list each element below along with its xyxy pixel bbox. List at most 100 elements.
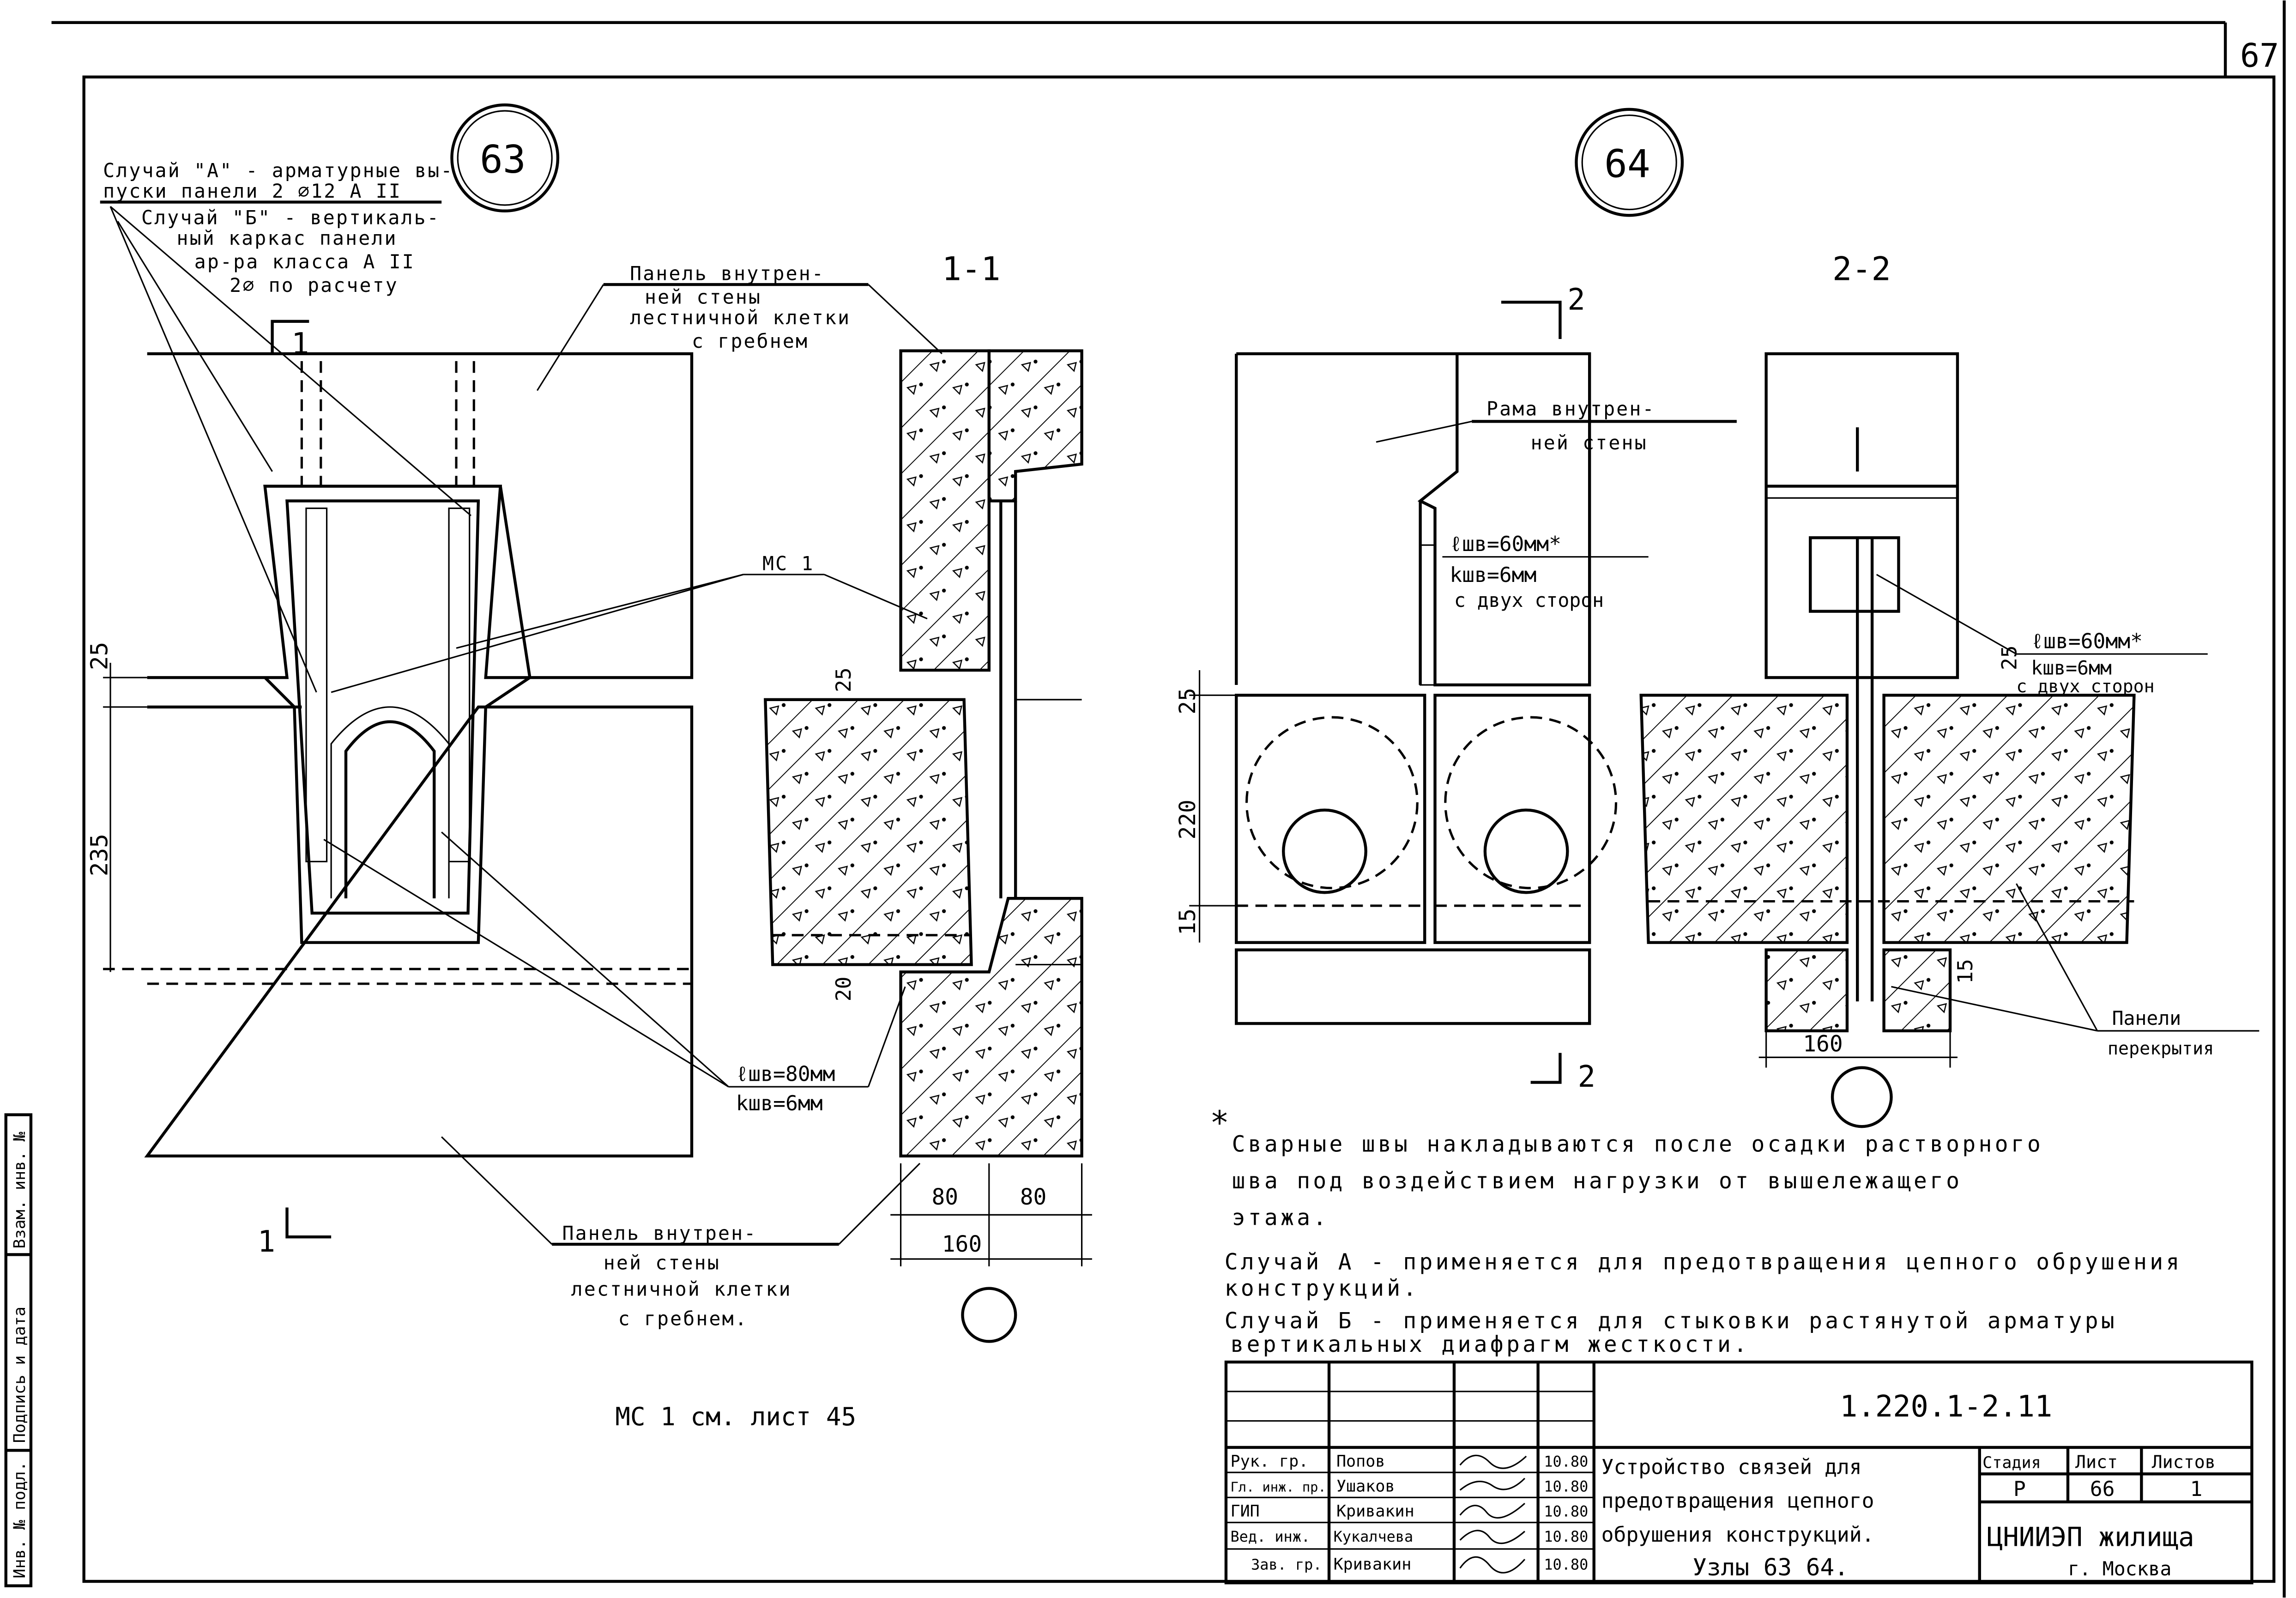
node-63-number: 63 (480, 137, 526, 182)
staff-role: Вед. инж. (1230, 1528, 1310, 1545)
replace-inv-label: Взам. инв. № (10, 1132, 29, 1248)
section-2-2: 2-2 160 25 15 ℓшв=60мм* kшв=6мм с двух с… (1639, 250, 2260, 1128)
staff-name: Кривакин (1336, 1502, 1414, 1521)
note-b-line2: ный каркас панели (176, 227, 397, 249)
note-line-1: Сварные швы накладываются после осадки р… (1232, 1132, 2044, 1157)
staff-role: Зав. гр. (1251, 1556, 1322, 1573)
slab-label-line1: Панели (2112, 1007, 2181, 1029)
mc-reference: МС 1 см. лист 45 (615, 1402, 856, 1431)
section-mark-bottom: 1 (258, 1225, 275, 1259)
note-line-2: шва под воздействием нагрузки от вышележ… (1232, 1168, 1963, 1194)
staff-date: 10.80 (1544, 1453, 1588, 1470)
section-1-1: 1-1 25 20 80 80 160 (764, 250, 1092, 1343)
section-1-1-label: 1-1 (942, 250, 1001, 288)
inv-original-label: Инв. № подл. (10, 1461, 29, 1578)
stage-header: Стадия (1982, 1453, 2041, 1472)
dim-15: 15 (1953, 959, 1977, 984)
stage-value: Р (2013, 1477, 2026, 1501)
sheet-value: 66 (2090, 1477, 2115, 1501)
weld-leg: kшв=6мм (736, 1091, 823, 1115)
panel-top-line1: Панель внутрен- (630, 263, 825, 285)
section-mark-bottom-2: 2 (1578, 1060, 1595, 1094)
staff-role: Гл. инж. пр. (1230, 1479, 1326, 1495)
case-a-line-1: Случай А - применяется для предотвращени… (1225, 1249, 2182, 1275)
dim-25: 25 (1997, 645, 2021, 670)
title-line-1: Устройство связей для (1601, 1455, 1862, 1479)
frame-label-line1: Рама внутрен- (1486, 398, 1656, 420)
doc-code: 1.220.1-2.11 (1840, 1390, 2052, 1424)
weld-leg: kшв=6мм (1450, 563, 1536, 587)
panel-top-line2: ней стены (645, 286, 761, 309)
signature-date-label: Подпись и дата (10, 1307, 29, 1443)
sheet-number: 67 (2240, 36, 2279, 74)
left-strip: Взам. инв. № Подпись и дата Инв. № подл. (4, 1113, 33, 1587)
staff-date: 10.80 (1544, 1556, 1588, 1573)
case-b-line-2: вертикальных диафрагм жесткости. (1230, 1332, 1750, 1357)
panel-bottom-line4: с гребнем. (618, 1307, 748, 1330)
dim-15: 15 (1175, 908, 1201, 935)
dim-80-left: 80 (931, 1185, 958, 1210)
sheet-header: Лист (2075, 1453, 2118, 1473)
dim-160: 160 (942, 1232, 982, 1257)
dim-25: 25 (832, 667, 856, 692)
dim-160: 160 (1803, 1032, 1843, 1057)
sheet-frame: 67 (51, 0, 2286, 1598)
staff-name: Кривакин (1334, 1555, 1412, 1574)
node-63: 63 Случай "А" - арматурные вы- пуски пан… (86, 103, 943, 1431)
node-64-number: 64 (1604, 141, 1650, 186)
dim-220: 220 (1175, 799, 1201, 839)
case-a-line-2: конструкций. (1225, 1276, 1420, 1301)
panel-bottom-line2: ней стены (604, 1252, 720, 1274)
mc-label: МС 1 (762, 552, 815, 575)
weld-leg: kшв=6мм (2031, 657, 2112, 679)
sheets-header: Листов (2152, 1453, 2216, 1473)
title-line-4: Узлы 63 64. (1692, 1554, 1849, 1581)
org-name: ЦНИИЭП жилища (1987, 1521, 2194, 1552)
staff-row: Зав. гр. Кривакин 10.80 (1251, 1555, 1588, 1574)
frame-label-line2: ней стены (1531, 432, 1648, 454)
staff-row: Вед. инж. Кукалчева 10.80 (1230, 1528, 1588, 1545)
note-b-line3: ар-ра класса А II (194, 251, 415, 273)
note-a-line2: пуски панели 2 ⌀12 А II (103, 180, 402, 202)
staff-role: ГИП (1230, 1502, 1259, 1521)
title-line-3: обрушения конструкций. (1601, 1523, 1874, 1547)
weld-length: ℓшв=60мм* (1450, 532, 1561, 556)
staff-name: Попов (1336, 1452, 1385, 1471)
staff-date: 10.80 (1544, 1503, 1588, 1520)
staff-date: 10.80 (1544, 1478, 1588, 1495)
section-2-2-label: 2-2 (1832, 250, 1891, 288)
general-notes: * Сварные швы накладываются после осадки… (1210, 1104, 2182, 1357)
slab-label-line2: перекрытия (2108, 1039, 2214, 1059)
note-b-line1: Случай "Б" - вертикаль- (141, 206, 440, 229)
staff-name: Ушаков (1336, 1477, 1395, 1496)
note-b-line4: 2⌀ по расчету (230, 274, 399, 297)
dim-20: 20 (832, 977, 856, 1002)
staff-role: Рук. гр. (1230, 1452, 1308, 1471)
panel-top-line3: лестничной клетки (630, 307, 851, 329)
dim-80-right: 80 (1020, 1185, 1047, 1210)
title-block: 1.220.1-2.11 Рук. гр. Попов 10.80 Гл. ин… (1224, 1360, 2254, 1585)
staff-row: Гл. инж. пр. Ушаков 10.80 (1230, 1477, 1588, 1496)
dim-25: 25 (1175, 688, 1201, 714)
case-b-line-1: Случай Б - применяется для стыковки раст… (1225, 1308, 2117, 1334)
note-line-3: этажа. (1232, 1205, 1329, 1231)
staff-row: Рук. гр. Попов 10.80 (1230, 1452, 1588, 1471)
title-line-2: предотвращения цепного (1601, 1489, 1874, 1513)
weld-both-sides: с двух сторон (2016, 677, 2154, 697)
staff-name: Кукалчева (1334, 1528, 1414, 1545)
dim-235: 235 (86, 834, 114, 876)
panel-bottom-line1: Панель внутрен- (562, 1223, 757, 1245)
sheets-value: 1 (2190, 1477, 2203, 1501)
staff-date: 10.80 (1544, 1528, 1588, 1545)
panel-bottom-line3: лестничной клетки (571, 1278, 792, 1301)
weld-length: ℓшв=60мм* (2031, 629, 2143, 653)
node-64: 64 2 Рама внутрен- ней стены ℓшв=60мм* k… (1175, 108, 1737, 1094)
weld-length: ℓшв=80мм (736, 1062, 835, 1086)
dim-25: 25 (86, 642, 114, 670)
notes-asterisk: * (1210, 1104, 1229, 1142)
org-city: г. Москва (2068, 1558, 2171, 1580)
panel-top-line4: с гребнем (692, 330, 809, 352)
section-mark-top-2: 2 (1567, 283, 1585, 317)
staff-row: ГИП Кривакин 10.80 (1230, 1502, 1588, 1521)
